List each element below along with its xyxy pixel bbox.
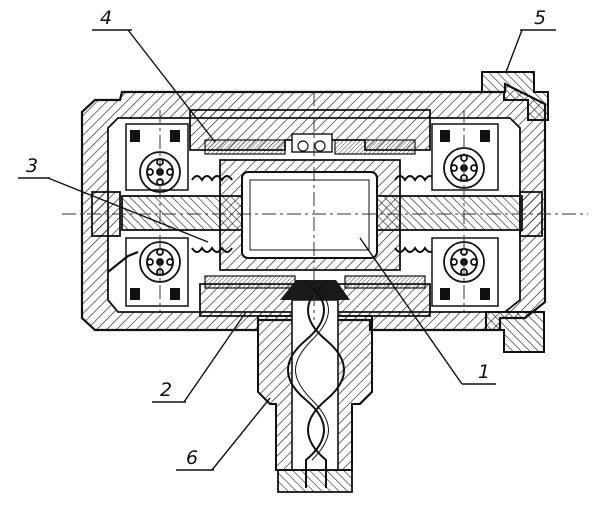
callout-label-3: 3 bbox=[26, 155, 38, 177]
springs bbox=[191, 175, 436, 253]
callout-label-1: 1 bbox=[478, 361, 490, 383]
callout-label-4: 4 bbox=[100, 7, 112, 29]
centerlines bbox=[62, 92, 588, 320]
callout-label-2: 2 bbox=[160, 379, 172, 401]
upper-ring-4 bbox=[189, 109, 431, 155]
twisted-wire-pair bbox=[287, 281, 345, 488]
cover-plate-5 bbox=[481, 71, 549, 353]
central-magnet-1 bbox=[219, 159, 401, 271]
callout-label-5: 5 bbox=[534, 7, 546, 29]
leader-lines bbox=[18, 29, 556, 471]
callout-label-6: 6 bbox=[186, 447, 198, 469]
right-bearing-cage bbox=[431, 123, 499, 307]
vertical-stem-6 bbox=[257, 280, 373, 493]
left-wire bbox=[107, 250, 139, 273]
